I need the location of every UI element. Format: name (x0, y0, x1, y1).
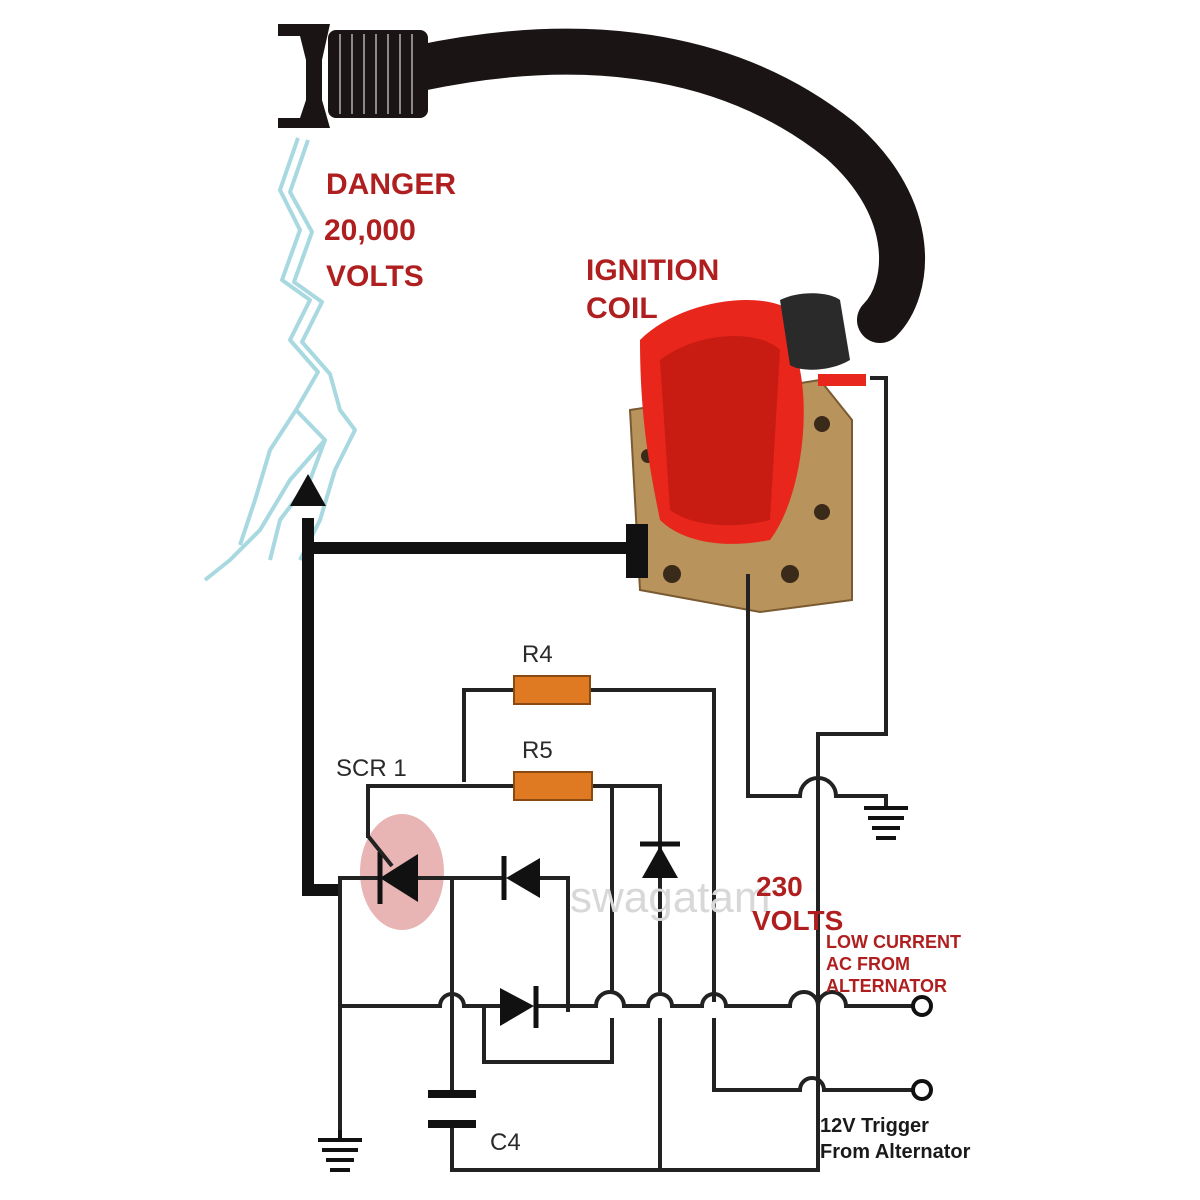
ground-left-icon (318, 1130, 362, 1172)
v230-label-2: VOLTS (752, 905, 843, 936)
ac-label-2: AC FROM (826, 954, 910, 974)
ground-right-icon (864, 806, 908, 840)
output-arrow-icon (290, 474, 326, 506)
coil-terminal-block (626, 524, 648, 578)
c4-label: C4 (490, 1129, 521, 1156)
watermark: swagatam (570, 873, 771, 922)
spark-icon (203, 137, 357, 582)
r4-label: R4 (522, 641, 553, 668)
scr-label: SCR 1 (336, 755, 407, 782)
trigger-label-1: 12V Trigger (820, 1115, 929, 1137)
spark-plug-cap-icon (278, 24, 428, 128)
diode-lower-icon (500, 986, 539, 1028)
r5-resistor-icon (513, 771, 593, 801)
capacitor-c4-icon (428, 1090, 476, 1128)
trigger-label-2: From Alternator (820, 1141, 971, 1163)
danger-label-2: 20,000 (324, 214, 416, 247)
v230-label-1: 230 (756, 871, 803, 902)
ac-label-3: ALTERNATOR (826, 976, 947, 996)
coil-label-2: COIL (586, 292, 658, 325)
scr-anode-wire (302, 518, 340, 896)
r5-label: R5 (522, 737, 553, 764)
diode-icon (501, 856, 540, 900)
r4-resistor-icon (513, 675, 591, 705)
ht-output-wire (302, 542, 630, 598)
circuit-wires (338, 376, 914, 1172)
trigger-terminal-icon (911, 1079, 933, 1101)
danger-label-1: DANGER (326, 168, 456, 201)
ac-terminal-icon (911, 995, 933, 1017)
danger-label-3: VOLTS (326, 260, 424, 293)
ht-cable (397, 28, 926, 343)
scr-icon (342, 834, 422, 904)
coil-label-1: IGNITION (586, 254, 719, 287)
diode-vertical-icon (640, 841, 680, 878)
ignition-coil-icon (628, 293, 866, 614)
ac-label-1: LOW CURRENT (826, 932, 961, 952)
